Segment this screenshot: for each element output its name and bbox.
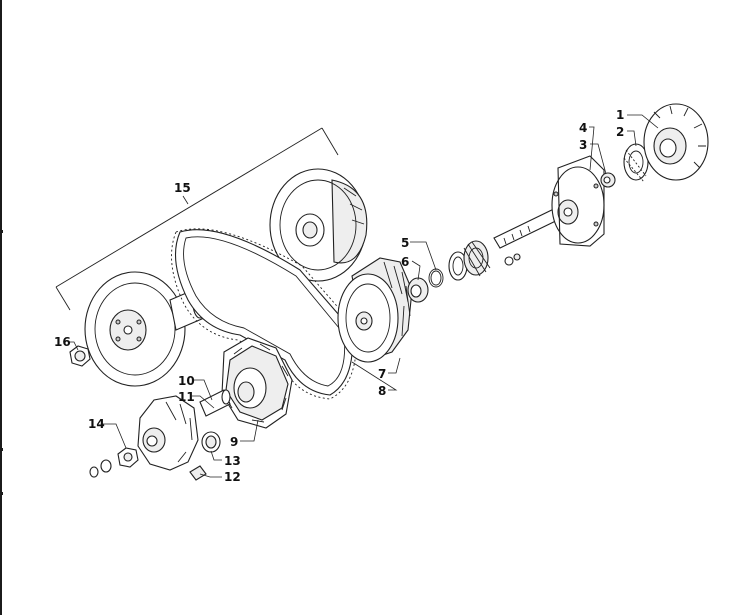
- nut-icon: [89, 447, 139, 478]
- spring-ring-icon: [448, 240, 491, 281]
- clutch-housing-icon: [643, 103, 709, 181]
- leader-lines: [68, 114, 659, 478]
- drive-shaft-icon: [493, 155, 605, 249]
- cover-plate-icon: [337, 257, 413, 363]
- shaft-pin-icon: [199, 389, 231, 417]
- bracket-15-right-end: [321, 127, 339, 156]
- bushing-icon: [600, 172, 616, 188]
- callout-10: 10: [178, 374, 195, 388]
- callout-15: 15: [174, 181, 191, 195]
- bushing-icon: [201, 431, 221, 453]
- callout-2: 2: [616, 125, 624, 139]
- drive-clutch-icon: [221, 337, 293, 429]
- callout-14: 14: [88, 417, 105, 431]
- border-tick: [0, 492, 3, 495]
- callout-6: 6: [401, 255, 409, 269]
- callout-3: 3: [579, 138, 587, 152]
- bushing-icon: [407, 277, 429, 303]
- slider-button-icon: [189, 465, 207, 481]
- callout-16: 16: [54, 335, 71, 349]
- callout-11: 11: [178, 390, 195, 404]
- callout-1: 1: [616, 108, 624, 122]
- driven-clutch-icon: [269, 168, 368, 282]
- fixed-face-icon: [137, 395, 199, 471]
- callout-12: 12: [224, 470, 241, 484]
- border-tick: [0, 448, 3, 451]
- border-tick: [0, 230, 3, 233]
- callout-13: 13: [224, 454, 241, 468]
- bracket-15: [55, 127, 323, 288]
- bracket-15-left-end: [55, 286, 71, 311]
- snap-ring-icon: [428, 268, 444, 288]
- callout-5: 5: [401, 236, 409, 250]
- callout-4: 4: [579, 121, 587, 135]
- screw-icon: [504, 253, 521, 266]
- left-border: [0, 0, 2, 615]
- callout-9: 9: [230, 435, 238, 449]
- nut-icon: [69, 345, 91, 367]
- drive-belt-icon: [171, 228, 357, 400]
- callout-8: 8: [378, 384, 386, 398]
- callout-7: 7: [378, 367, 386, 381]
